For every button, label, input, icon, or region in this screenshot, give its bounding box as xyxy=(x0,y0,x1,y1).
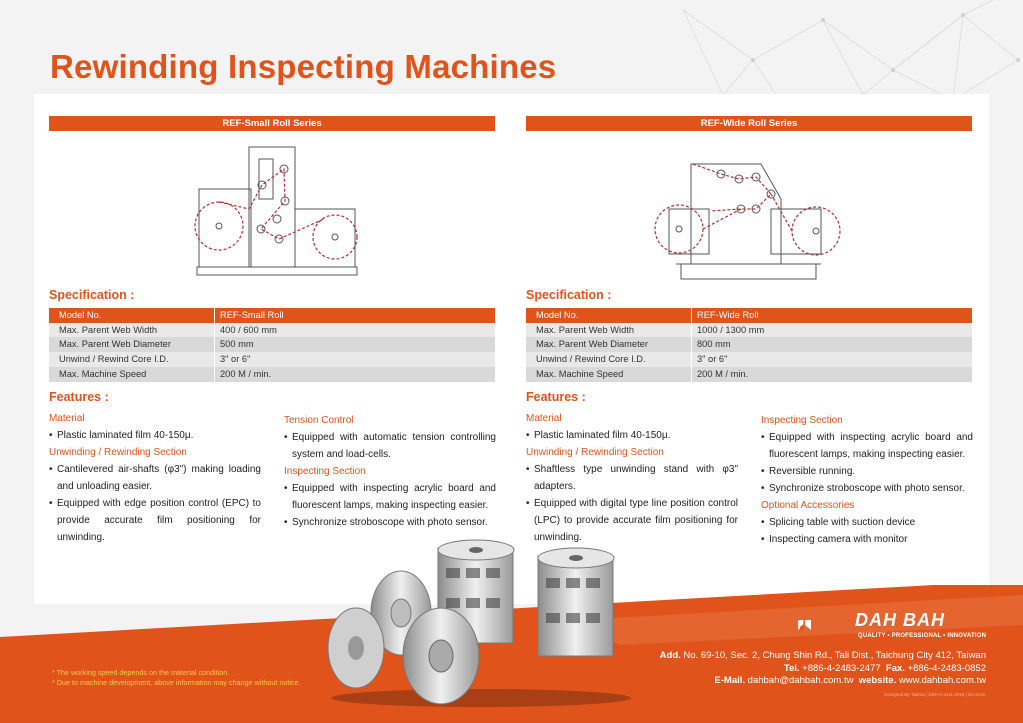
brand-tagline: QUALITY • PROFESSIONAL • INNOVATION xyxy=(858,633,987,639)
series-banner: REF-Wide Roll Series xyxy=(526,116,972,131)
table-row: Model No.REF-Wide Roll xyxy=(526,308,972,323)
unwinding-heading: Unwinding / Rewinding Section xyxy=(49,447,187,458)
features-heading: Features : xyxy=(526,390,586,404)
address-label: Add. xyxy=(659,650,681,661)
design-credit: Designed By Tabara | DBH-A 2411-2016 | E… xyxy=(884,692,985,697)
contact-info: Add. No. 69-10, Sec. 2, Chung Shin Rd., … xyxy=(660,650,986,688)
feature-item: Equipped with inspecting acrylic board a… xyxy=(761,429,973,463)
spec-label: Model No. xyxy=(526,308,692,323)
small-roll-machine-diagram xyxy=(194,146,358,276)
spec-value: REF-Small Roll xyxy=(214,308,495,323)
table-row: Model No.REF-Small Roll xyxy=(49,308,495,323)
feature-item: Plastic laminated film 40-150μ. xyxy=(49,427,261,444)
feature-item: Equipped with inspecting acrylic board a… xyxy=(284,480,496,514)
feature-item: Equipped with edge position control (EPC… xyxy=(49,495,261,546)
feature-item: Inspecting camera with monitor xyxy=(761,531,973,548)
website-link[interactable]: www.dahbah.com.tw xyxy=(898,675,986,686)
spec-label: Model No. xyxy=(49,308,215,323)
phone-line: Tel. +886-4-2483-2477 Fax. +886-4-2483-0… xyxy=(660,663,986,676)
spec-label: Max. Parent Web Diameter xyxy=(49,337,215,353)
specification-heading: Specification : xyxy=(526,288,612,302)
email-link[interactable]: dahbah@dahbah.com.tw xyxy=(747,675,854,686)
footnotes: * The working speed depends on the mater… xyxy=(52,668,301,688)
spec-label: Max. Parent Web Width xyxy=(49,322,215,338)
features-column-2: Tension Control Equipped with automatic … xyxy=(284,412,496,531)
feature-item: Cantilevered air-shafts (φ3") making loa… xyxy=(49,461,261,495)
footer-orange-band xyxy=(0,585,1023,723)
page-title: Rewinding Inspecting Machines xyxy=(50,48,557,85)
spec-value: 400 / 600 mm xyxy=(214,322,495,338)
dah-bah-logo-icon xyxy=(798,620,811,630)
spec-value: 1000 / 1300 mm xyxy=(691,322,972,338)
table-row: Unwind / Rewind Core I.D.3" or 6" xyxy=(49,352,495,367)
tel-label: Tel. xyxy=(783,662,800,674)
spec-value: 200 M / min. xyxy=(691,366,972,382)
specification-table: Model No.REF-Small Roll Max. Parent Web … xyxy=(49,308,495,382)
material-heading: Material xyxy=(49,413,85,424)
specification-table: Model No.REF-Wide Roll Max. Parent Web W… xyxy=(526,308,972,382)
features-column-1: Material Plastic laminated film 40-150μ.… xyxy=(49,410,261,546)
film-rolls-image xyxy=(327,539,631,707)
spec-label: Max. Machine Speed xyxy=(526,366,692,382)
spec-value: 500 mm xyxy=(214,337,495,353)
spec-label: Unwind / Rewind Core I.D. xyxy=(526,352,692,367)
table-row: Unwind / Rewind Core I.D.3" or 6" xyxy=(526,352,972,367)
feature-item: Plastic laminated film 40-150μ. xyxy=(526,427,738,444)
inspecting-heading: Inspecting Section xyxy=(284,466,366,477)
email-web-line: E-Mail. dahbah@dahbah.com.tw website. ww… xyxy=(660,675,986,688)
features-heading: Features : xyxy=(49,390,109,404)
spec-value: REF-Wide Roll xyxy=(691,308,972,323)
features-column-1: Material Plastic laminated film 40-150μ.… xyxy=(526,410,738,546)
series-banner: REF-Small Roll Series xyxy=(49,116,495,131)
brand-name: DAH BAH xyxy=(855,610,945,630)
footnote: * The working speed depends on the mater… xyxy=(52,668,230,677)
features-column-2: Inspecting Section Equipped with inspect… xyxy=(761,412,973,548)
spec-value: 800 mm xyxy=(691,337,972,353)
optional-accessories-heading: Optional Accessories xyxy=(761,500,855,511)
footnote: * Due to machine development, above info… xyxy=(52,678,301,687)
specification-heading: Specification : xyxy=(49,288,135,302)
feature-item: Equipped with automatic tension controll… xyxy=(284,429,496,463)
address-line: Add. No. 69-10, Sec. 2, Chung Shin Rd., … xyxy=(660,650,986,663)
tel-number: +886-4-2483-2477 xyxy=(802,662,881,674)
spec-value: 3" or 6" xyxy=(214,352,495,367)
tension-heading: Tension Control xyxy=(284,415,354,426)
spec-value: 200 M / min. xyxy=(214,366,495,382)
material-heading: Material xyxy=(526,413,562,424)
spec-label: Max. Parent Web Diameter xyxy=(526,337,692,353)
fax-number: +886-4-2483-0852 xyxy=(907,662,986,674)
spec-label: Max. Machine Speed xyxy=(49,366,215,382)
wide-roll-machine-diagram xyxy=(654,163,841,280)
spec-value: 3" or 6" xyxy=(691,352,972,367)
feature-item: Shaftless type unwinding stand with φ3" … xyxy=(526,461,738,495)
unwinding-heading: Unwinding / Rewinding Section xyxy=(526,447,664,458)
website-label: website. xyxy=(858,675,897,686)
feature-item: Reversible running. xyxy=(761,463,973,480)
content-card: REF-Small Roll Series Specification : xyxy=(34,94,989,604)
feature-item: Synchronize stroboscope with photo senso… xyxy=(761,480,973,497)
email-label: E-Mail. xyxy=(714,675,746,686)
address-text: No. 69-10, Sec. 2, Chung Shin Rd., Tali … xyxy=(683,650,986,661)
spec-label: Unwind / Rewind Core I.D. xyxy=(49,352,215,367)
feature-item: Equipped with digital type line position… xyxy=(526,495,738,546)
inspecting-heading: Inspecting Section xyxy=(761,415,843,426)
feature-item: Synchronize stroboscope with photo senso… xyxy=(284,514,496,531)
fax-label: Fax. xyxy=(885,662,905,674)
spec-label: Max. Parent Web Width xyxy=(526,322,692,338)
feature-item: Splicing table with suction device xyxy=(761,514,973,531)
